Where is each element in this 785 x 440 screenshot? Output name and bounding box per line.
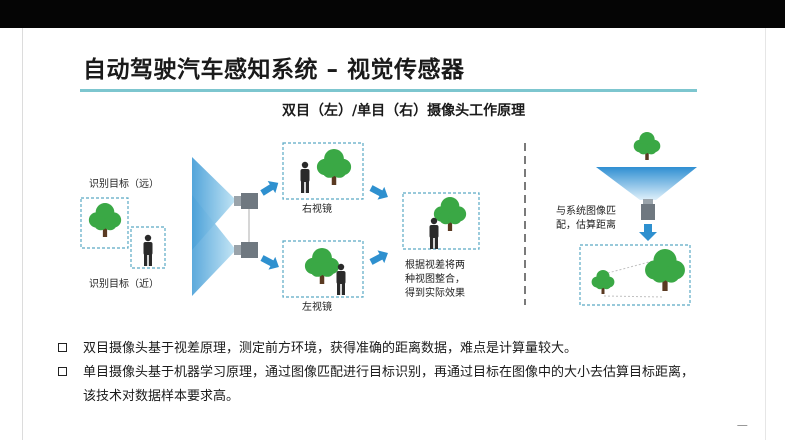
square-bullet-icon	[58, 367, 67, 376]
camera-icon	[234, 193, 258, 209]
title-underline	[80, 89, 697, 92]
merge-caption: 根据视差将两 种视图整合， 得到实际效果	[405, 259, 465, 301]
match-caption-line: 与系统图像匹	[556, 206, 616, 217]
light-cone-mono	[596, 167, 697, 200]
tree-icon	[433, 196, 467, 232]
arrow-icon	[367, 181, 392, 204]
page-edge-left	[22, 28, 23, 440]
bullet-item: 单目摄像头基于机器学习原理，通过图像匹配进行目标识别，再通过目标在图像中的大小去…	[58, 361, 694, 385]
far-target-box	[80, 197, 129, 249]
near-target-label: 识别目标（近）	[89, 279, 159, 290]
diagram-subtitle: 双目（左）/单目（右）摄像头工作原理	[282, 103, 526, 119]
tree-icon	[590, 269, 616, 295]
right-lens-label: 右视镜	[302, 204, 332, 215]
tree-icon	[643, 247, 687, 293]
arrow-icon	[367, 246, 392, 269]
near-target-box	[130, 226, 166, 269]
person-icon	[300, 161, 310, 193]
bullet-text-continuation: 该技术对数据样本要求高。	[83, 389, 240, 404]
match-caption: 与系统图像匹 配，估算距离	[556, 205, 616, 233]
arrow-icon	[258, 251, 283, 274]
slide-title: 自动驾驶汽车感知系统 – 视觉传感器	[83, 57, 465, 83]
camera-icon	[234, 242, 258, 258]
bullet-item: 双目摄像头基于视差原理，测定前方环境，获得准确的距离数据，难点是计算量较大。	[58, 337, 694, 361]
mono-result-box	[579, 244, 691, 306]
tree-icon	[303, 247, 341, 285]
far-target-label: 识别目标（远）	[89, 179, 159, 190]
bullet-list: 双目摄像头基于视差原理，测定前方环境，获得准确的距离数据，难点是计算量较大。 单…	[58, 337, 694, 409]
right-lens-view-box	[282, 142, 364, 200]
merged-view-box	[402, 192, 480, 250]
person-icon	[429, 217, 439, 249]
left-lens-view-box	[282, 240, 364, 298]
person-icon	[143, 234, 153, 266]
camera-icon	[641, 199, 655, 220]
left-lens-label: 左视镜	[302, 302, 332, 313]
arrow-icon	[639, 224, 657, 241]
merge-caption-line: 根据视差将两	[405, 260, 465, 271]
tree-icon	[633, 131, 661, 161]
bullet-text: 单目摄像头基于机器学习原理，通过图像匹配进行目标识别，再通过目标在图像中的大小去…	[83, 365, 695, 380]
bullet-text: 双目摄像头基于视差原理，测定前方环境，获得准确的距离数据，难点是计算量较大。	[83, 341, 578, 356]
top-bar	[0, 0, 785, 28]
tree-icon	[87, 202, 123, 238]
square-bullet-icon	[58, 343, 67, 352]
match-caption-line: 配，估算距离	[556, 220, 616, 231]
merge-caption-line: 得到实际效果	[405, 288, 465, 299]
tree-icon	[315, 148, 353, 186]
page-edge-right	[765, 28, 766, 440]
light-cone-lower	[192, 195, 236, 296]
arrow-icon	[258, 176, 283, 200]
merge-caption-line: 种视图整合，	[405, 274, 465, 285]
